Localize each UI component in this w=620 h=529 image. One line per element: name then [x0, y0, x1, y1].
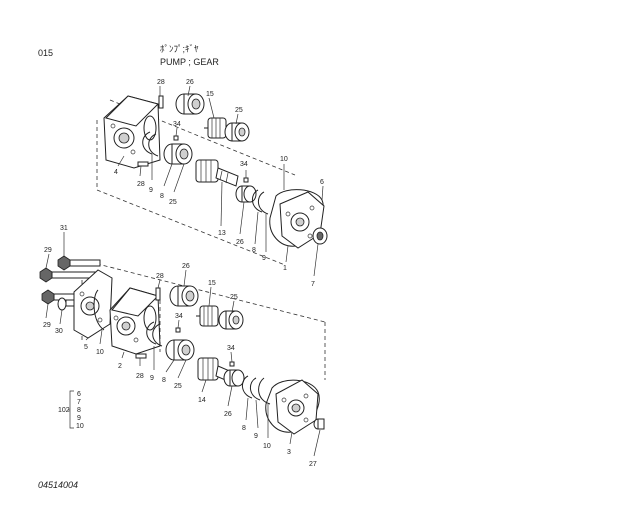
callout-10: 10 [280, 156, 288, 163]
callout-34-lower: 34 [175, 313, 183, 320]
drive-shaft-upper-13 [195, 159, 239, 187]
callout-34: 34 [173, 121, 181, 128]
callout-10-lower-b: 10 [263, 443, 271, 450]
callout-31: 31 [60, 225, 68, 232]
pump-body-lower-2 [109, 287, 161, 355]
bushing-upper-8 [163, 143, 193, 165]
key-upper-34a [173, 135, 179, 141]
bushing-lower-26b [223, 369, 245, 387]
callout-6: 6 [320, 179, 324, 186]
callout-3: 3 [287, 449, 291, 456]
callout-25: 25 [235, 107, 243, 114]
callout-13: 13 [218, 230, 226, 237]
seal-ring-lower-a [146, 321, 163, 347]
callout-15: 15 [206, 91, 214, 98]
bushing-upper-25 [224, 122, 250, 142]
callout-28-lower: 28 [136, 373, 144, 380]
callout-25-lower-b: 25 [174, 383, 182, 390]
kit-102: 102 6 7 8 9 10 [58, 390, 84, 430]
callout-29: 29 [43, 322, 51, 329]
dowel-pin-lower-a [155, 287, 161, 301]
callout-5: 5 [84, 344, 88, 351]
plug-27 [313, 418, 325, 430]
callout-9-lower: 9 [150, 375, 154, 382]
callout-8-lower-b: 8 [242, 425, 246, 432]
callout-28-lower-top: 28 [156, 273, 164, 280]
callout-25b: 25 [169, 199, 177, 206]
gear-lower-15 [196, 305, 219, 327]
callout-9: 9 [149, 187, 153, 194]
callout-15-lower: 15 [208, 280, 216, 287]
bushing-lower-26 [169, 285, 199, 307]
callout-10-lower: 10 [96, 349, 104, 356]
front-cover-5 [73, 269, 113, 339]
dowel-pin-upper-a [158, 95, 164, 109]
seal-ring-lower-b [242, 375, 271, 405]
callout-8b: 8 [252, 247, 256, 254]
callout-4: 4 [114, 169, 118, 176]
rear-cover-3 [265, 379, 320, 435]
title-english: PUMP ; GEAR [160, 57, 219, 67]
kit-item-7: 7 [77, 399, 81, 406]
callout-26: 26 [186, 79, 194, 86]
bushing-lower-8 [165, 339, 195, 361]
drawing-number: 04514004 [38, 480, 78, 490]
callout-9b: 9 [262, 255, 266, 262]
callout-28-top: 28 [157, 79, 165, 86]
callout-1: 1 [283, 265, 287, 272]
callout-29-top: 29 [44, 247, 52, 254]
callout-34b: 34 [240, 161, 248, 168]
bushing-lower-25 [218, 310, 244, 330]
callout-8-lower: 8 [162, 377, 166, 384]
gear-upper-15 [204, 117, 227, 139]
callout-26b: 26 [236, 239, 244, 246]
callout-9-lower-b: 9 [254, 433, 258, 440]
seal-lower-10a [93, 289, 105, 331]
key-upper-34b [243, 177, 249, 183]
pump-body-upper [103, 95, 161, 169]
bushing-upper-26 [175, 93, 205, 115]
upper-assembly-frame [96, 99, 296, 266]
callout-34-lower-b: 34 [227, 345, 235, 352]
kit-item-8: 8 [77, 407, 81, 414]
bushing-upper-26b [235, 185, 257, 203]
callout-26-lower-b: 26 [224, 411, 232, 418]
callouts-lower: 31 29 29 30 5 10 28 26 15 25 34 2 28 9 8… [43, 225, 321, 468]
title-katakana: ﾎﾟﾝﾌﾟ;ｷﾞﾔ [160, 44, 199, 54]
callout-7: 7 [311, 281, 315, 288]
callout-2: 2 [118, 363, 122, 370]
kit-item-10: 10 [76, 423, 84, 430]
dowel-pin-lower-b [135, 353, 147, 359]
callout-14: 14 [198, 397, 206, 404]
callout-30: 30 [55, 328, 63, 335]
callout-26-lower: 26 [182, 263, 190, 270]
callouts-upper: 28 26 15 25 34 4 28 9 8 25 34 10 6 13 26… [114, 79, 324, 288]
callout-28: 28 [137, 181, 145, 188]
callout-27: 27 [309, 461, 317, 468]
seal-ring-upper-a [142, 131, 159, 157]
kit-label: 102 [58, 407, 70, 414]
callout-25-lower: 25 [230, 294, 238, 301]
seal-ring-upper-b [252, 189, 269, 215]
oil-seal-upper-7 [312, 227, 328, 245]
callout-8: 8 [160, 193, 164, 200]
key-lower-34a [175, 327, 181, 333]
kit-item-9: 9 [77, 415, 81, 422]
page-code: 015 [38, 48, 53, 58]
bolt-31 [57, 255, 101, 271]
key-lower-34b [229, 361, 235, 367]
kit-item-6: 6 [77, 391, 81, 398]
dowel-pin-upper-b [137, 161, 149, 167]
